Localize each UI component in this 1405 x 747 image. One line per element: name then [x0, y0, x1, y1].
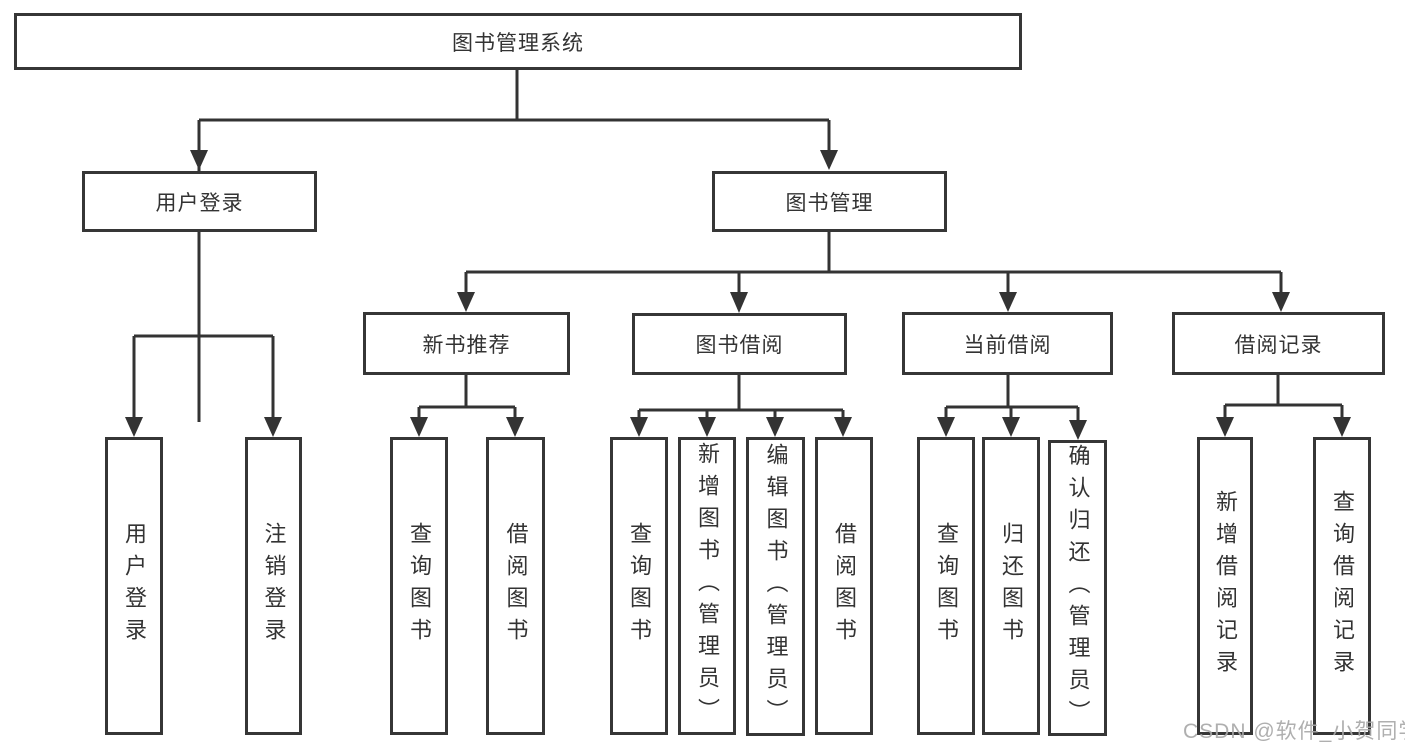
leaf-borrow-borrow-books: 借阅图书 [815, 437, 873, 735]
leaf-recommend-borrow-books: 借阅图书 [486, 437, 545, 735]
arrowheads [125, 150, 1351, 440]
leaf-label: 注销登录 [261, 522, 287, 650]
node-new-book-recommend: 新书推荐 [363, 312, 570, 375]
leaf-label: 借阅图书 [832, 522, 857, 650]
leaf-label: 归还图书 [999, 522, 1024, 650]
leaf-current-return-books: 归还图书 [982, 437, 1040, 735]
leaf-borrow-query-books: 查询图书 [610, 437, 668, 735]
node-label: 当前借阅 [963, 333, 1052, 357]
leaf-label: 查询借阅记录 [1330, 490, 1355, 682]
csdn-watermark: CSDN @软件_小贺同学 [1183, 720, 1405, 743]
leaf-label: 借阅图书 [503, 522, 529, 650]
node-book-management: 图书管理 [712, 171, 947, 232]
leaf-label: 新增图书（管理员） [695, 442, 720, 730]
node-label: 用户登录 [155, 191, 244, 215]
node-current-borrow: 当前借阅 [902, 312, 1113, 375]
leaf-label: 用户登录 [122, 522, 147, 650]
leaf-records-add-record: 新增借阅记录 [1197, 437, 1253, 735]
leaf-borrow-edit-books-admin: 编辑图书（管理员） [746, 437, 805, 736]
leaf-borrow-add-books-admin: 新增图书（管理员） [678, 437, 736, 735]
node-library-management-system: 图书管理系统 [14, 13, 1022, 70]
leaf-user-login: 用户登录 [105, 437, 163, 735]
node-user-login: 用户登录 [82, 171, 317, 232]
node-label: 图书管理系统 [452, 31, 584, 55]
leaf-label: 编辑图书（管理员） [763, 442, 789, 731]
leaf-label: 查询图书 [627, 522, 652, 650]
leaf-label: 确认归还（管理员） [1065, 444, 1091, 732]
leaf-label: 查询图书 [934, 522, 959, 650]
node-label: 图书管理 [785, 191, 874, 215]
leaf-current-query-books: 查询图书 [917, 437, 975, 735]
node-label: 借阅记录 [1234, 333, 1323, 357]
leaf-logout: 注销登录 [245, 437, 302, 735]
node-borrow-records: 借阅记录 [1172, 312, 1385, 375]
leaf-current-confirm-return-admin: 确认归还（管理员） [1048, 440, 1107, 736]
leaf-records-query-record: 查询借阅记录 [1313, 437, 1371, 735]
leaf-label: 新增借阅记录 [1213, 490, 1238, 682]
node-label: 图书借阅 [695, 334, 784, 357]
node-book-borrow: 图书借阅 [632, 313, 847, 375]
leaf-label: 查询图书 [407, 522, 432, 650]
node-label: 新书推荐 [422, 333, 511, 357]
leaf-recommend-query-books: 查询图书 [390, 437, 448, 735]
